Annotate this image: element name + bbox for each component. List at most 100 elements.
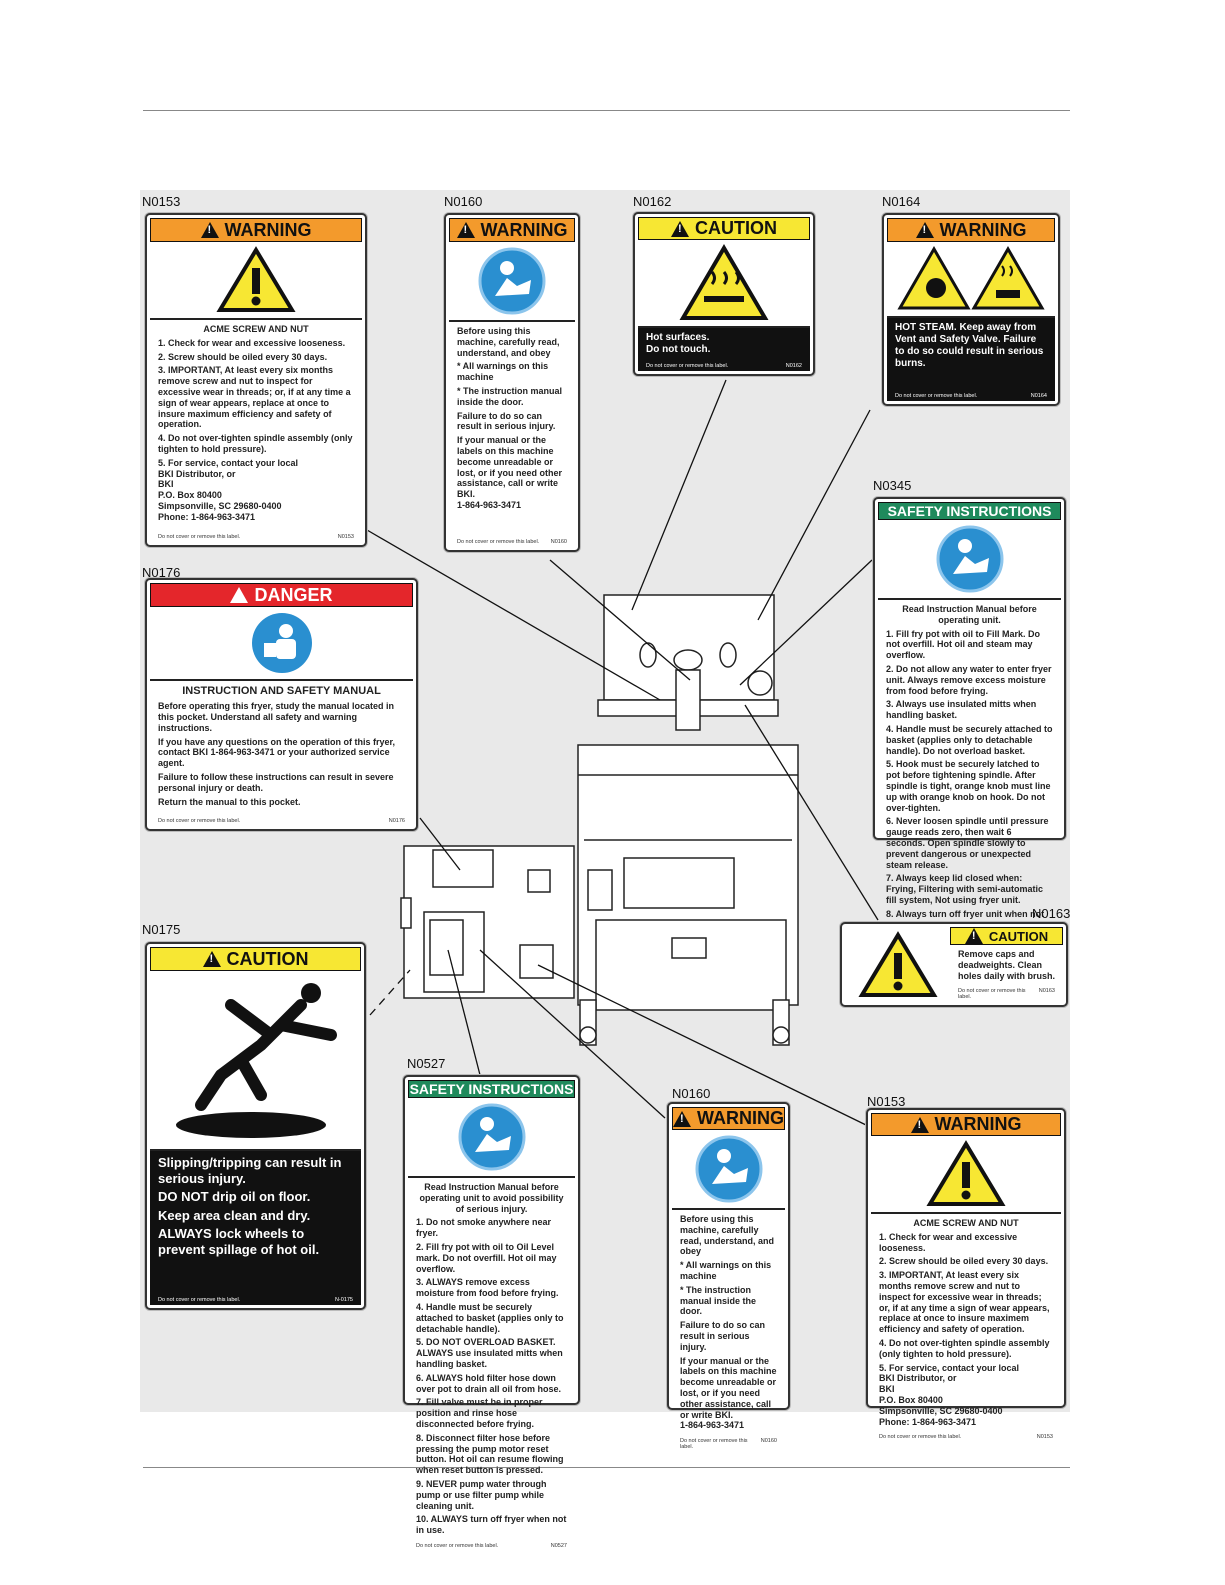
- label-header: CAUTION: [950, 927, 1063, 945]
- label-header: WARNING: [449, 218, 575, 242]
- label-footer-text: Do not cover or remove this label.: [879, 1434, 962, 1441]
- label-instruction: Remove caps and deadweights. Clean holes…: [958, 949, 1056, 981]
- warning-triangle-icon: [202, 951, 221, 967]
- label-footer-text: Do not cover or remove this label.: [646, 363, 729, 369]
- label-code: N0176: [388, 818, 405, 824]
- control-panel: [623, 857, 735, 909]
- label-instruction: 4. Do not over-tighten spindle assembly …: [158, 433, 353, 454]
- label-footer: Do not cover or remove this label.N0527: [408, 1543, 575, 1551]
- label-instruction: 3. IMPORTANT, At least every six months …: [879, 1270, 1050, 1335]
- label-header: WARNING: [887, 218, 1055, 242]
- label-subtitle: Read Instruction Manual before operating…: [419, 1182, 564, 1214]
- label-instruction: 3. ALWAYS remove excess moisture from fo…: [416, 1277, 559, 1299]
- label-instruction: * All warnings on this machine: [680, 1260, 772, 1281]
- label-header: SAFETY INSTRUCTIONS: [408, 1080, 575, 1098]
- hot-icon: [638, 240, 810, 328]
- fry-pot-drawer: [595, 919, 787, 1011]
- label-callout-id: N0164: [882, 194, 921, 209]
- label-header-text: WARNING: [480, 219, 568, 240]
- warn-icon: [871, 1136, 1061, 1214]
- label-header-text: WARNING: [224, 219, 312, 240]
- safety-label-n0345: SAFETY INSTRUCTIONS Read Instruction Manu…: [873, 497, 1066, 943]
- label-instruction: 4. Handle must be securely attached to b…: [416, 1301, 564, 1334]
- label-header-text: CAUTION: [988, 928, 1049, 944]
- label-instruction: 2. Screw should be oiled every 30 days.: [879, 1256, 1049, 1267]
- label-instruction: Hot surfaces. Do not touch.: [646, 332, 711, 355]
- label-instruction: 4. Handle must be securely attached to b…: [886, 723, 1053, 756]
- label-footer: Do not cover or remove this label.N0162: [638, 363, 810, 371]
- label-footer: Do not cover or remove this label.N-0175: [150, 1297, 361, 1305]
- label-header: SAFETY INSTRUCTIONS: [878, 502, 1061, 520]
- safety-label-n0164: WARNING HOT STEAM. Keep away from Vent an…: [882, 213, 1060, 406]
- label-instruction: * The instruction manual inside the door…: [680, 1284, 757, 1317]
- label-header-text: WARNING: [697, 1108, 784, 1128]
- label-instruction: 2. Fill fry pot with oil to Oil Level ma…: [416, 1241, 557, 1274]
- label-subtitle: INSTRUCTION AND SAFETY MANUAL: [182, 685, 381, 697]
- label-code: N0153: [337, 534, 354, 540]
- warning-triangle-icon: [673, 1110, 691, 1127]
- label-instruction: Return the manual to this pocket.: [158, 796, 301, 807]
- label-callout-id: N0345: [873, 478, 912, 493]
- warn-icon: [857, 927, 938, 1003]
- label-instruction: * The instruction manual inside the door…: [457, 385, 563, 407]
- label-callout-id: N0163: [1032, 906, 1071, 921]
- person-icon: [150, 607, 413, 681]
- label-instruction: 1. Check for wear and excessive loosenes…: [158, 337, 346, 348]
- warning-triangle-icon: [200, 222, 219, 238]
- label-instruction: Failure to follow these instructions can…: [158, 771, 394, 793]
- label-instruction: 7. Fill valve must be in proper position…: [416, 1397, 543, 1429]
- label-footer-text: Do not cover or remove this label.: [895, 393, 978, 399]
- label-body: Before using this machine, carefully rea…: [449, 322, 575, 539]
- label-instruction: 8. Disconnect filter hose before pressin…: [416, 1432, 564, 1476]
- steam-icon: [887, 242, 1055, 318]
- label-instruction: ALWAYS lock wheels to prevent spillage o…: [158, 1226, 320, 1257]
- label-footer-text: Do not cover or remove this label.: [958, 988, 1026, 1001]
- book-icon: [672, 1130, 785, 1210]
- label-header-text: CAUTION: [695, 218, 777, 238]
- label-code: N0153: [1036, 1434, 1053, 1441]
- leader-lines: [366, 379, 879, 1126]
- label-callout-id: N0176: [142, 565, 181, 580]
- label-instruction: 2. Do not allow any water to enter fryer…: [886, 663, 1052, 696]
- label-body: INSTRUCTION AND SAFETY MANUAL Before oper…: [150, 681, 413, 818]
- slip-icon: [150, 971, 361, 1151]
- label-instruction: 1. Check for wear and excessive loosenes…: [879, 1231, 1018, 1253]
- label-instruction: Slipping/tripping can result in serious …: [158, 1155, 342, 1186]
- label-header-text: DANGER: [254, 584, 333, 605]
- label-header: CAUTION: [150, 947, 361, 971]
- label-footer: Do not cover or remove this label.N0164: [887, 393, 1055, 401]
- label-subtitle: Read Instruction Manual before operating…: [902, 604, 1037, 625]
- top-rule: [143, 110, 1070, 111]
- book-icon: [408, 1098, 575, 1178]
- warning-triangle-icon: [456, 222, 475, 238]
- label-footer: Do not cover or remove this label.N0176: [150, 818, 413, 826]
- label-footer-text: Do not cover or remove this label.: [416, 1542, 499, 1549]
- label-instruction: Before using this machine, carefully rea…: [457, 326, 560, 358]
- label-instruction: 5. Hook must be securely latched to pot …: [886, 759, 1051, 813]
- label-subtitle: ACME SCREW AND NUT: [203, 324, 309, 334]
- label-instruction: 3. IMPORTANT, At least every six months …: [158, 365, 351, 430]
- label-instruction: 4. Do not over-tighten spindle assembly …: [879, 1337, 1050, 1359]
- label-instruction: Before operating this fryer, study the m…: [158, 701, 395, 733]
- label-callout-id: N0160: [444, 194, 483, 209]
- label-body: HOT STEAM. Keep away from Vent and Safet…: [887, 318, 1055, 393]
- book-icon: [449, 242, 575, 322]
- label-header: WARNING: [150, 218, 362, 242]
- label-header: CAUTION: [638, 217, 810, 240]
- label-body: Read Instruction Manual before operating…: [408, 1178, 575, 1543]
- label-header-text: SAFETY INSTRUCTIONS: [409, 1081, 574, 1097]
- label-instruction: * All warnings on this machine: [457, 361, 549, 383]
- label-instruction: 2. Screw should be oiled every 30 days.: [158, 351, 328, 362]
- label-subtitle: ACME SCREW AND NUT: [913, 1218, 1019, 1228]
- label-body: Slipping/tripping can result in serious …: [150, 1151, 361, 1297]
- warn-icon: [150, 242, 362, 320]
- warning-triangle-icon: [671, 220, 689, 237]
- label-header-text: SAFETY INSTRUCTIONS: [887, 503, 1052, 519]
- label-instruction: 6. Never loosen spindle until pressure g…: [886, 816, 1049, 870]
- label-instruction: HOT STEAM. Keep away from Vent and Safet…: [895, 322, 1044, 369]
- label-instruction: 5. DO NOT OVERLOAD BASKET. ALWAYS use in…: [416, 1337, 563, 1369]
- label-instruction: Failure to do so can result in serious i…: [457, 410, 556, 432]
- label-callout-id: N0153: [142, 194, 181, 209]
- label-footer-text: Do not cover or remove this label.: [680, 1438, 748, 1451]
